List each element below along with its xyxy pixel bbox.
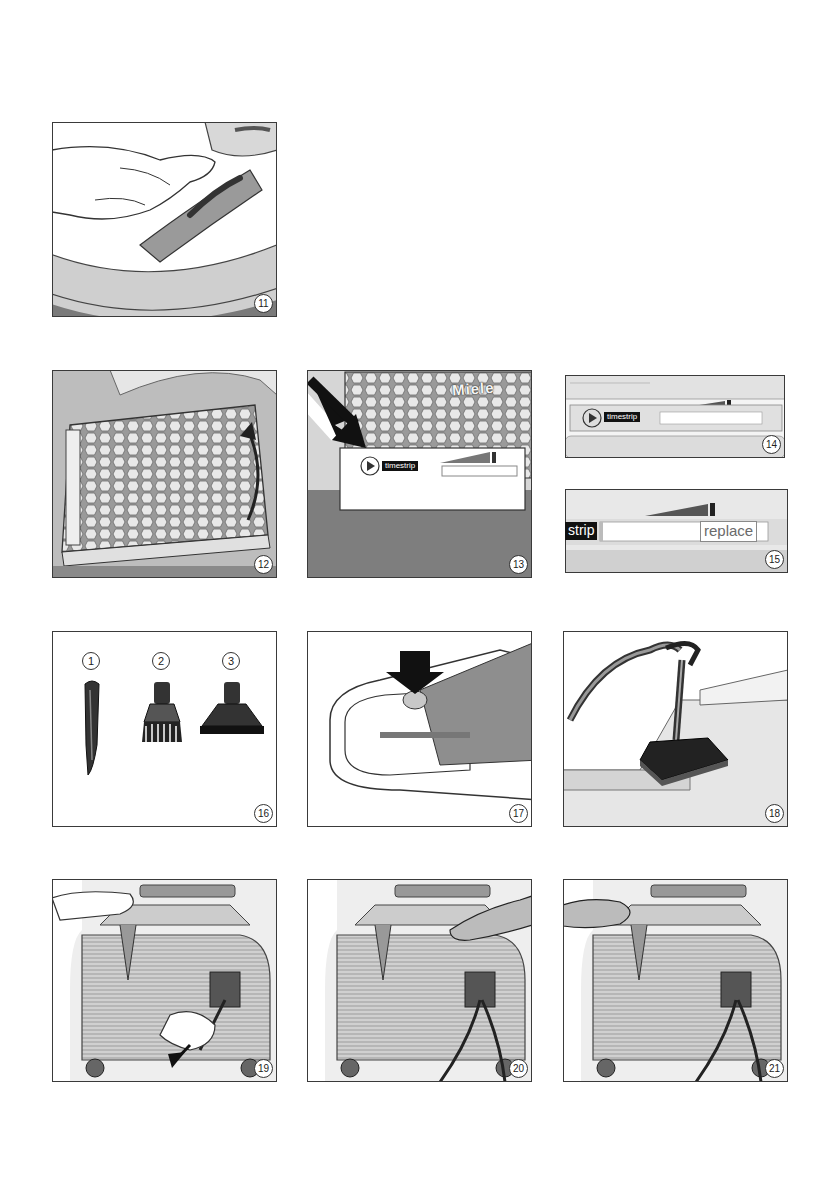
release-button-figure [330,640,532,800]
timestrip-label: timestrip [604,412,640,422]
accessory-number: 2 [152,652,170,670]
figure-panel: 12 [52,370,277,578]
figure-panel: 13 [307,370,532,578]
filter-figure [52,370,277,578]
figure-panel: 19 [52,879,277,1082]
figure-panel: 14 [565,375,785,458]
handle-figure [52,122,277,317]
callout-number: 13 [509,555,528,574]
callout-number: 20 [509,1059,528,1078]
timestrip-label: timestrip [382,461,418,471]
accessory-number: 1 [82,652,100,670]
timestrip-label: strip [565,522,597,540]
floor-nozzle-figure [563,643,788,827]
figure-panel: 18 [563,631,788,827]
callout-number: 11 [254,294,273,313]
callout-number: 14 [762,435,781,454]
callout-number: 16 [254,804,273,823]
figure-panel: 17 [307,631,532,827]
cord-pull-figure [52,879,277,1082]
logo-text: Miele [451,379,495,399]
figure-panel: 11 [52,122,277,317]
cord-rewind-figure [325,879,532,1082]
callout-number: 17 [509,804,528,823]
accessories-figure [85,681,264,775]
timestrip-replace-figure [565,489,788,573]
callout-number: 21 [765,1059,784,1078]
callout-number: 18 [765,804,784,823]
timestrip-new-figure [565,375,785,458]
filter-timestrip-figure [307,370,532,578]
cord-rewind-figure [563,879,788,1082]
figure-panel: 21 [563,879,788,1082]
figure-panel: 20 [307,879,532,1082]
callout-number: 12 [254,555,273,574]
replace-indicator: replace [700,521,757,542]
callout-number: 15 [765,550,784,569]
accessory-number: 3 [222,652,240,670]
callout-number: 19 [254,1059,273,1078]
